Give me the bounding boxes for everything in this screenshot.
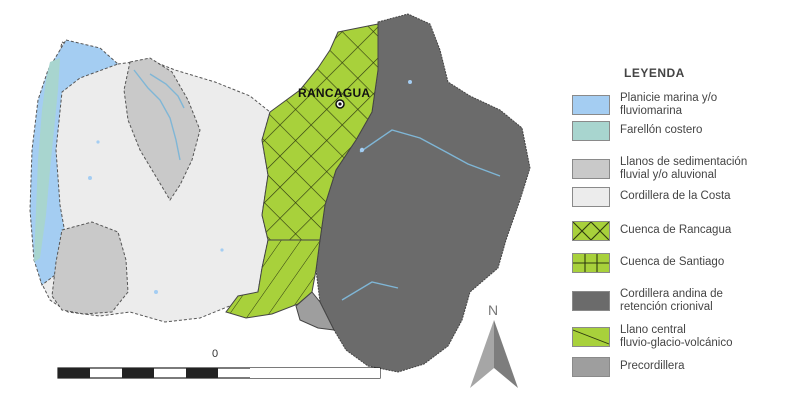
region-llanos-sedimentacion-norte <box>123 57 201 201</box>
rivers <box>133 69 501 301</box>
city-label: RANCAGUA <box>298 86 371 100</box>
north-label: N <box>488 302 499 318</box>
legend-label: Cordillera de la Costa <box>620 190 731 202</box>
region-precordillera <box>295 291 335 331</box>
lakes <box>88 80 412 294</box>
legend-label: Cuenca de Santiago <box>620 256 725 268</box>
legend-title: LEYENDA <box>624 66 685 80</box>
legend-label: Cuenca de Rancagua <box>620 224 732 236</box>
legend-swatch <box>572 95 610 115</box>
region-llano-central <box>225 239 321 319</box>
legend-swatch <box>572 220 610 241</box>
scale-bar <box>57 367 381 379</box>
legend-swatch <box>572 291 610 311</box>
legend-swatch <box>572 159 610 179</box>
map-canvas <box>29 13 531 388</box>
geomorphology-map: RANCAGUA 0 N <box>29 13 531 388</box>
legend-label: Precordillera <box>620 360 685 372</box>
legend-label: Farellón costero <box>620 124 703 136</box>
legend-swatch <box>572 186 610 207</box>
scale-zero-label: 0 <box>212 348 219 360</box>
legend-swatch <box>572 356 610 377</box>
legend-swatch <box>572 120 610 141</box>
north-arrow-icon <box>470 320 518 388</box>
legend-swatch <box>572 252 610 273</box>
region-farellon-costero <box>34 58 60 262</box>
region-llanos-sedimentacion-sur <box>51 221 129 315</box>
legend-swatch <box>572 327 610 347</box>
